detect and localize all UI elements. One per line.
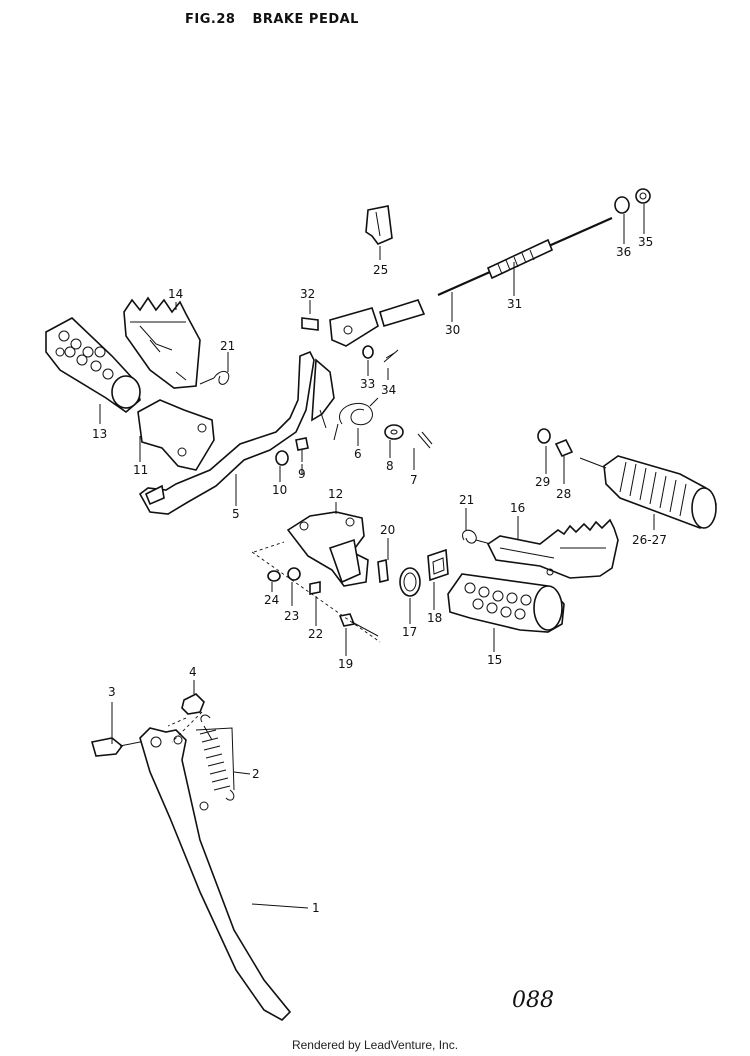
figure-title: FIG.28 BRAKE PEDAL [185, 12, 371, 27]
part-15-footpeg-rubber-right [447, 573, 565, 633]
callout-32: 32 [300, 287, 315, 301]
part-29-washer [537, 428, 551, 444]
callout-21-lower: 21 [459, 493, 474, 507]
callout-1: 1 [312, 901, 320, 915]
part-22-bolt [309, 581, 321, 595]
callout-22: 22 [308, 627, 323, 641]
callout-10: 10 [272, 483, 287, 497]
callout-labels: 25 36 35 31 30 32 33 34 14 21 13 11 6 8 … [92, 235, 667, 915]
callout-7: 7 [410, 473, 418, 487]
part-33-34-washer-pin [362, 345, 399, 363]
callout-14: 14 [168, 287, 183, 301]
part-28-nut [554, 438, 574, 458]
footer-credit: Rendered by LeadVenture, Inc. [291, 1038, 459, 1052]
callout-23: 23 [284, 609, 299, 623]
part-10-nut [275, 450, 289, 466]
callout-4: 4 [189, 665, 197, 679]
part-14-footrest-left [123, 296, 201, 389]
callout-12: 12 [328, 487, 343, 501]
callout-20: 20 [380, 523, 395, 537]
part-9-bolt [295, 437, 309, 462]
callout-8: 8 [386, 459, 394, 473]
callout-11: 11 [133, 463, 148, 477]
part-11-bracket [137, 399, 215, 471]
part-16-footrest-right [486, 518, 619, 579]
part-30-31-brake-rod [437, 216, 613, 297]
part-25-clamp [365, 205, 393, 245]
part-1-side-stand [139, 711, 292, 1021]
part-32-clevis [301, 299, 426, 347]
part-26-27-footpeg [579, 455, 717, 529]
callout-19: 19 [338, 657, 353, 671]
part-23-nut [287, 567, 301, 581]
callout-13: 13 [92, 427, 107, 441]
part-5-brake-pedal [138, 350, 335, 515]
callout-26-27: 26-27 [632, 533, 667, 547]
callout-33: 33 [360, 377, 375, 391]
figure-name: BRAKE PEDAL [252, 12, 359, 27]
figure-number: FIG.28 [185, 12, 236, 27]
callout-24: 24 [264, 593, 279, 607]
callout-29: 29 [535, 475, 550, 489]
callout-16: 16 [510, 501, 525, 515]
part-7-cotter-pin [417, 431, 433, 449]
callout-28: 28 [556, 487, 571, 501]
callout-21-upper: 21 [220, 339, 235, 353]
callout-18: 18 [427, 611, 442, 625]
callout-35: 35 [638, 235, 653, 249]
part-20-pin [377, 558, 389, 584]
part-18-washer [427, 548, 449, 582]
callout-9: 9 [298, 467, 306, 481]
part-17-ring [399, 567, 421, 597]
part-6-return-spring [333, 397, 379, 441]
part-2-spring [195, 714, 235, 801]
callout-5: 5 [232, 507, 240, 521]
part-13-footpeg-rubber-left [45, 317, 141, 414]
part-8-washer [384, 424, 404, 440]
callout-6: 6 [354, 447, 362, 461]
part-3-bolt [90, 737, 151, 757]
callout-31: 31 [507, 297, 522, 311]
part-24-washer [267, 570, 281, 582]
part-12-bracket-right [286, 511, 369, 587]
part-35-36-nuts [614, 188, 651, 214]
callout-30: 30 [445, 323, 460, 337]
leader-lines [99, 204, 655, 909]
callout-2: 2 [252, 767, 260, 781]
callout-36: 36 [616, 245, 631, 259]
callout-3: 3 [108, 685, 116, 699]
part-21-clip-upper [199, 371, 230, 385]
part-19-bolt [338, 613, 379, 637]
callout-34: 34 [381, 383, 396, 397]
callout-25: 25 [373, 263, 388, 277]
callout-15: 15 [487, 653, 502, 667]
callout-17: 17 [402, 625, 417, 639]
part-4-nut [181, 693, 205, 715]
page-number: 088 [512, 988, 554, 1013]
